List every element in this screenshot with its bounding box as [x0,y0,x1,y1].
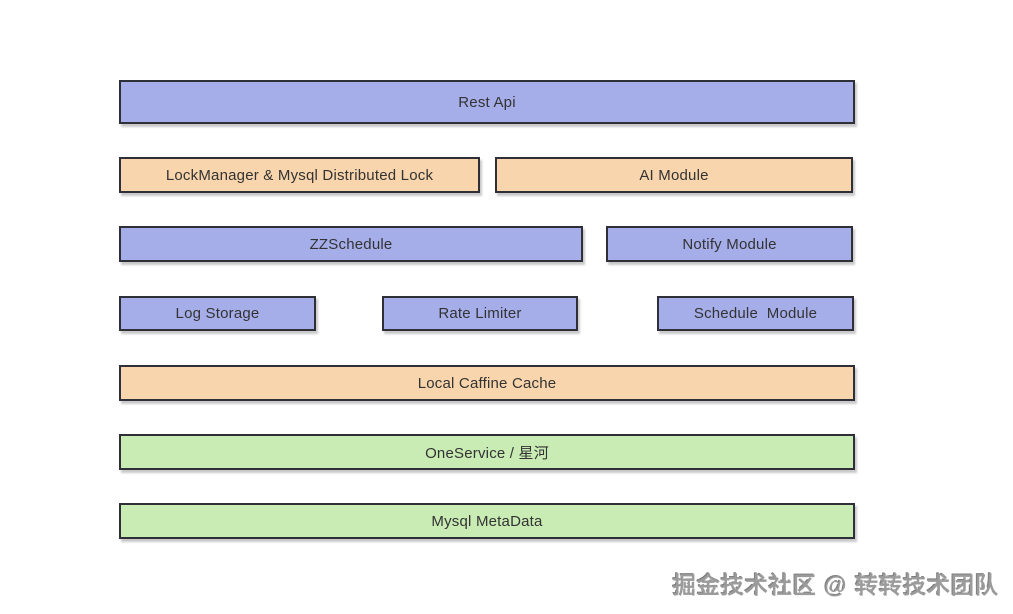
watermark-text: 掘金技术社区 @ 转转技术团队 [672,572,999,598]
diagram-box-oneservice: OneService / 星河 [119,434,855,470]
diagram-box-notify-module: Notify Module [606,226,853,262]
diagram-box-log-storage: Log Storage [119,296,316,331]
diagram-box-zzschedule: ZZSchedule [119,226,583,262]
diagram-box-schedule-module: Schedule Module [657,296,854,331]
diagram-box-rate-limiter: Rate Limiter [382,296,578,331]
diagram-box-ai-module: AI Module [495,157,853,193]
diagram-box-rest-api: Rest Api [119,80,855,124]
diagram-box-lock-manager: LockManager & Mysql Distributed Lock [119,157,480,193]
diagram-box-local-caffine-cache: Local Caffine Cache [119,365,855,401]
diagram-box-mysql-metadata: Mysql MetaData [119,503,855,539]
